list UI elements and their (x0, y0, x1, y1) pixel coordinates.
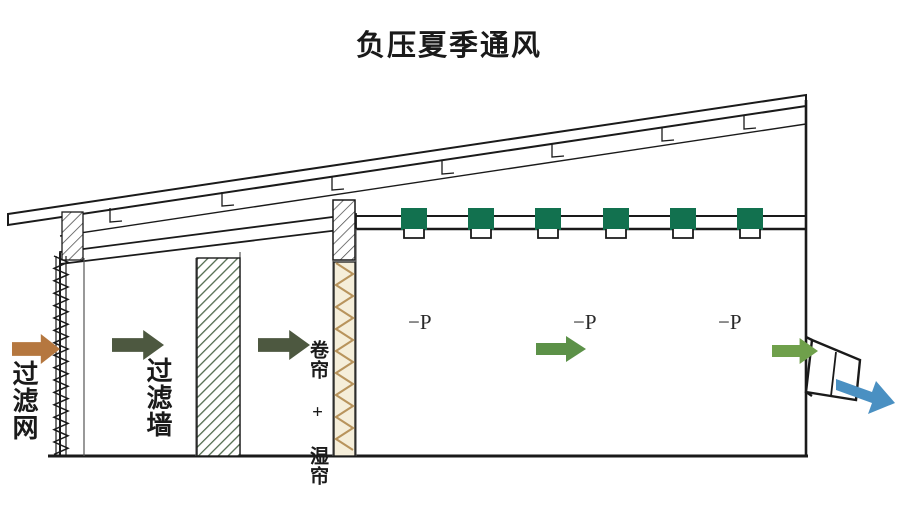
filter-wall-element (196, 257, 241, 457)
wet-curtain-element (333, 261, 356, 457)
left-ceiling-beam (59, 212, 357, 266)
ceiling-inlet-unit (401, 208, 427, 230)
filter-screen-element (52, 255, 70, 456)
ceiling-inlet-unit (603, 208, 629, 230)
intake-arrow-outside (12, 334, 60, 364)
inlet-trough (470, 229, 492, 239)
label-filter-screen: 过滤网 (9, 360, 38, 441)
ceiling-inlet-unit (670, 208, 696, 230)
airflow-arrow-to-fan (772, 338, 818, 364)
inlet-trough (672, 229, 694, 239)
ceiling-inlet-group (401, 208, 763, 239)
airflow-arrow-mid-room (536, 336, 586, 362)
airflow-arrow-group (12, 330, 818, 364)
ceiling-inlet-unit (737, 208, 763, 230)
label-filter-wall: 过滤墙 (143, 357, 172, 438)
inlet-trough (605, 229, 627, 239)
pressure-label: −P (573, 310, 597, 334)
inlet-trough (403, 229, 425, 239)
page-title: 负压夏季通风 (355, 30, 542, 62)
label-roller-wet-curtain: 卷帘 + 湿帘 (307, 340, 328, 486)
ceiling-inlet-unit (468, 208, 494, 230)
structural-columns (61, 199, 356, 261)
airflow-arrow-after-wall (258, 330, 310, 360)
exhaust-arrow-outside (836, 379, 895, 414)
building-envelope (48, 100, 808, 458)
airflow-arrow-after-screen (112, 330, 164, 360)
ceiling-inlet-unit (535, 208, 561, 230)
inlet-trough (739, 229, 761, 239)
ceiling-supply-duct (356, 215, 806, 231)
pressure-label: −P (718, 310, 742, 334)
pressure-label: −P (408, 310, 432, 334)
inlet-trough (537, 229, 559, 239)
